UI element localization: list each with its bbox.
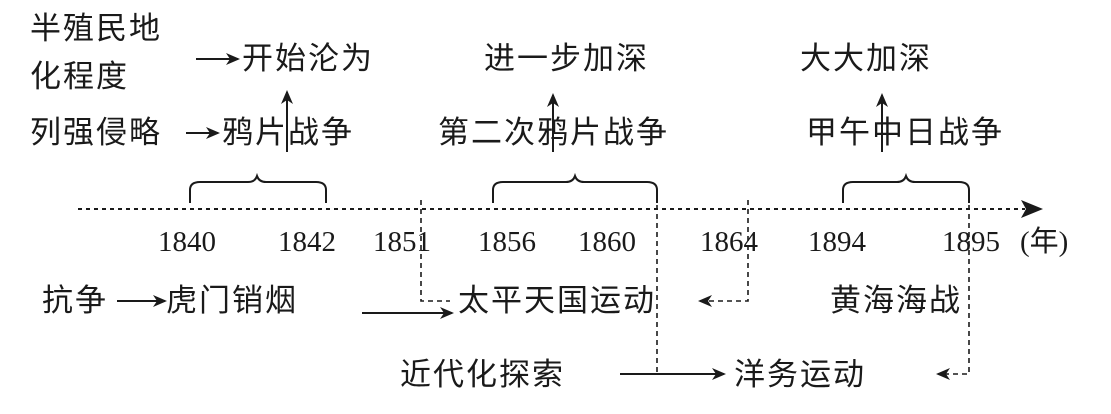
timeline-arrowhead	[1021, 200, 1043, 218]
year-unit: (年)	[1020, 226, 1069, 258]
label-greatly-deepen: 大大加深	[800, 41, 932, 77]
connector-1895-westernization	[936, 205, 970, 380]
label-modernization-exploration: 近代化探索	[400, 357, 565, 393]
label-begin-to-become: 开始沦为	[242, 41, 374, 77]
label-struggle: 抗争	[42, 283, 108, 319]
year-1842: 1842	[278, 226, 336, 258]
label-further-deepen: 进一步加深	[484, 41, 649, 77]
label-sino-japanese-war: 甲午中日战争	[806, 115, 1004, 151]
year-1840: 1840	[158, 226, 216, 258]
label-second-opium-war: 第二次鸦片战争	[438, 115, 669, 151]
brace-1856-1860	[492, 172, 658, 203]
brace-1840-1842	[189, 172, 327, 203]
year-1864: 1864	[700, 226, 758, 258]
label-opium-war: 鸦片战争	[222, 115, 354, 151]
connector-1864-taiping	[698, 200, 749, 307]
connector-1851-taiping	[420, 200, 450, 302]
year-1856: 1856	[478, 226, 536, 258]
year-1895: 1895	[942, 226, 1000, 258]
label-yellow-sea-battle: 黄海海战	[830, 283, 962, 319]
year-1894: 1894	[808, 226, 866, 258]
label-powers-aggression: 列强侵略	[30, 115, 162, 151]
label-taiping-movement: 太平天国运动	[458, 283, 656, 319]
label-semi-colonial-line2: 化程度	[30, 59, 129, 95]
year-1851: 1851	[373, 226, 431, 258]
year-1860: 1860	[578, 226, 636, 258]
label-semi-colonial-line1: 半殖民地	[30, 11, 162, 47]
label-westernization-movement: 洋务运动	[734, 357, 866, 393]
label-humen-opium-destruction: 虎门销烟	[166, 283, 298, 319]
brace-1894-1895	[842, 172, 970, 203]
connector-1860-westernization	[656, 205, 680, 375]
